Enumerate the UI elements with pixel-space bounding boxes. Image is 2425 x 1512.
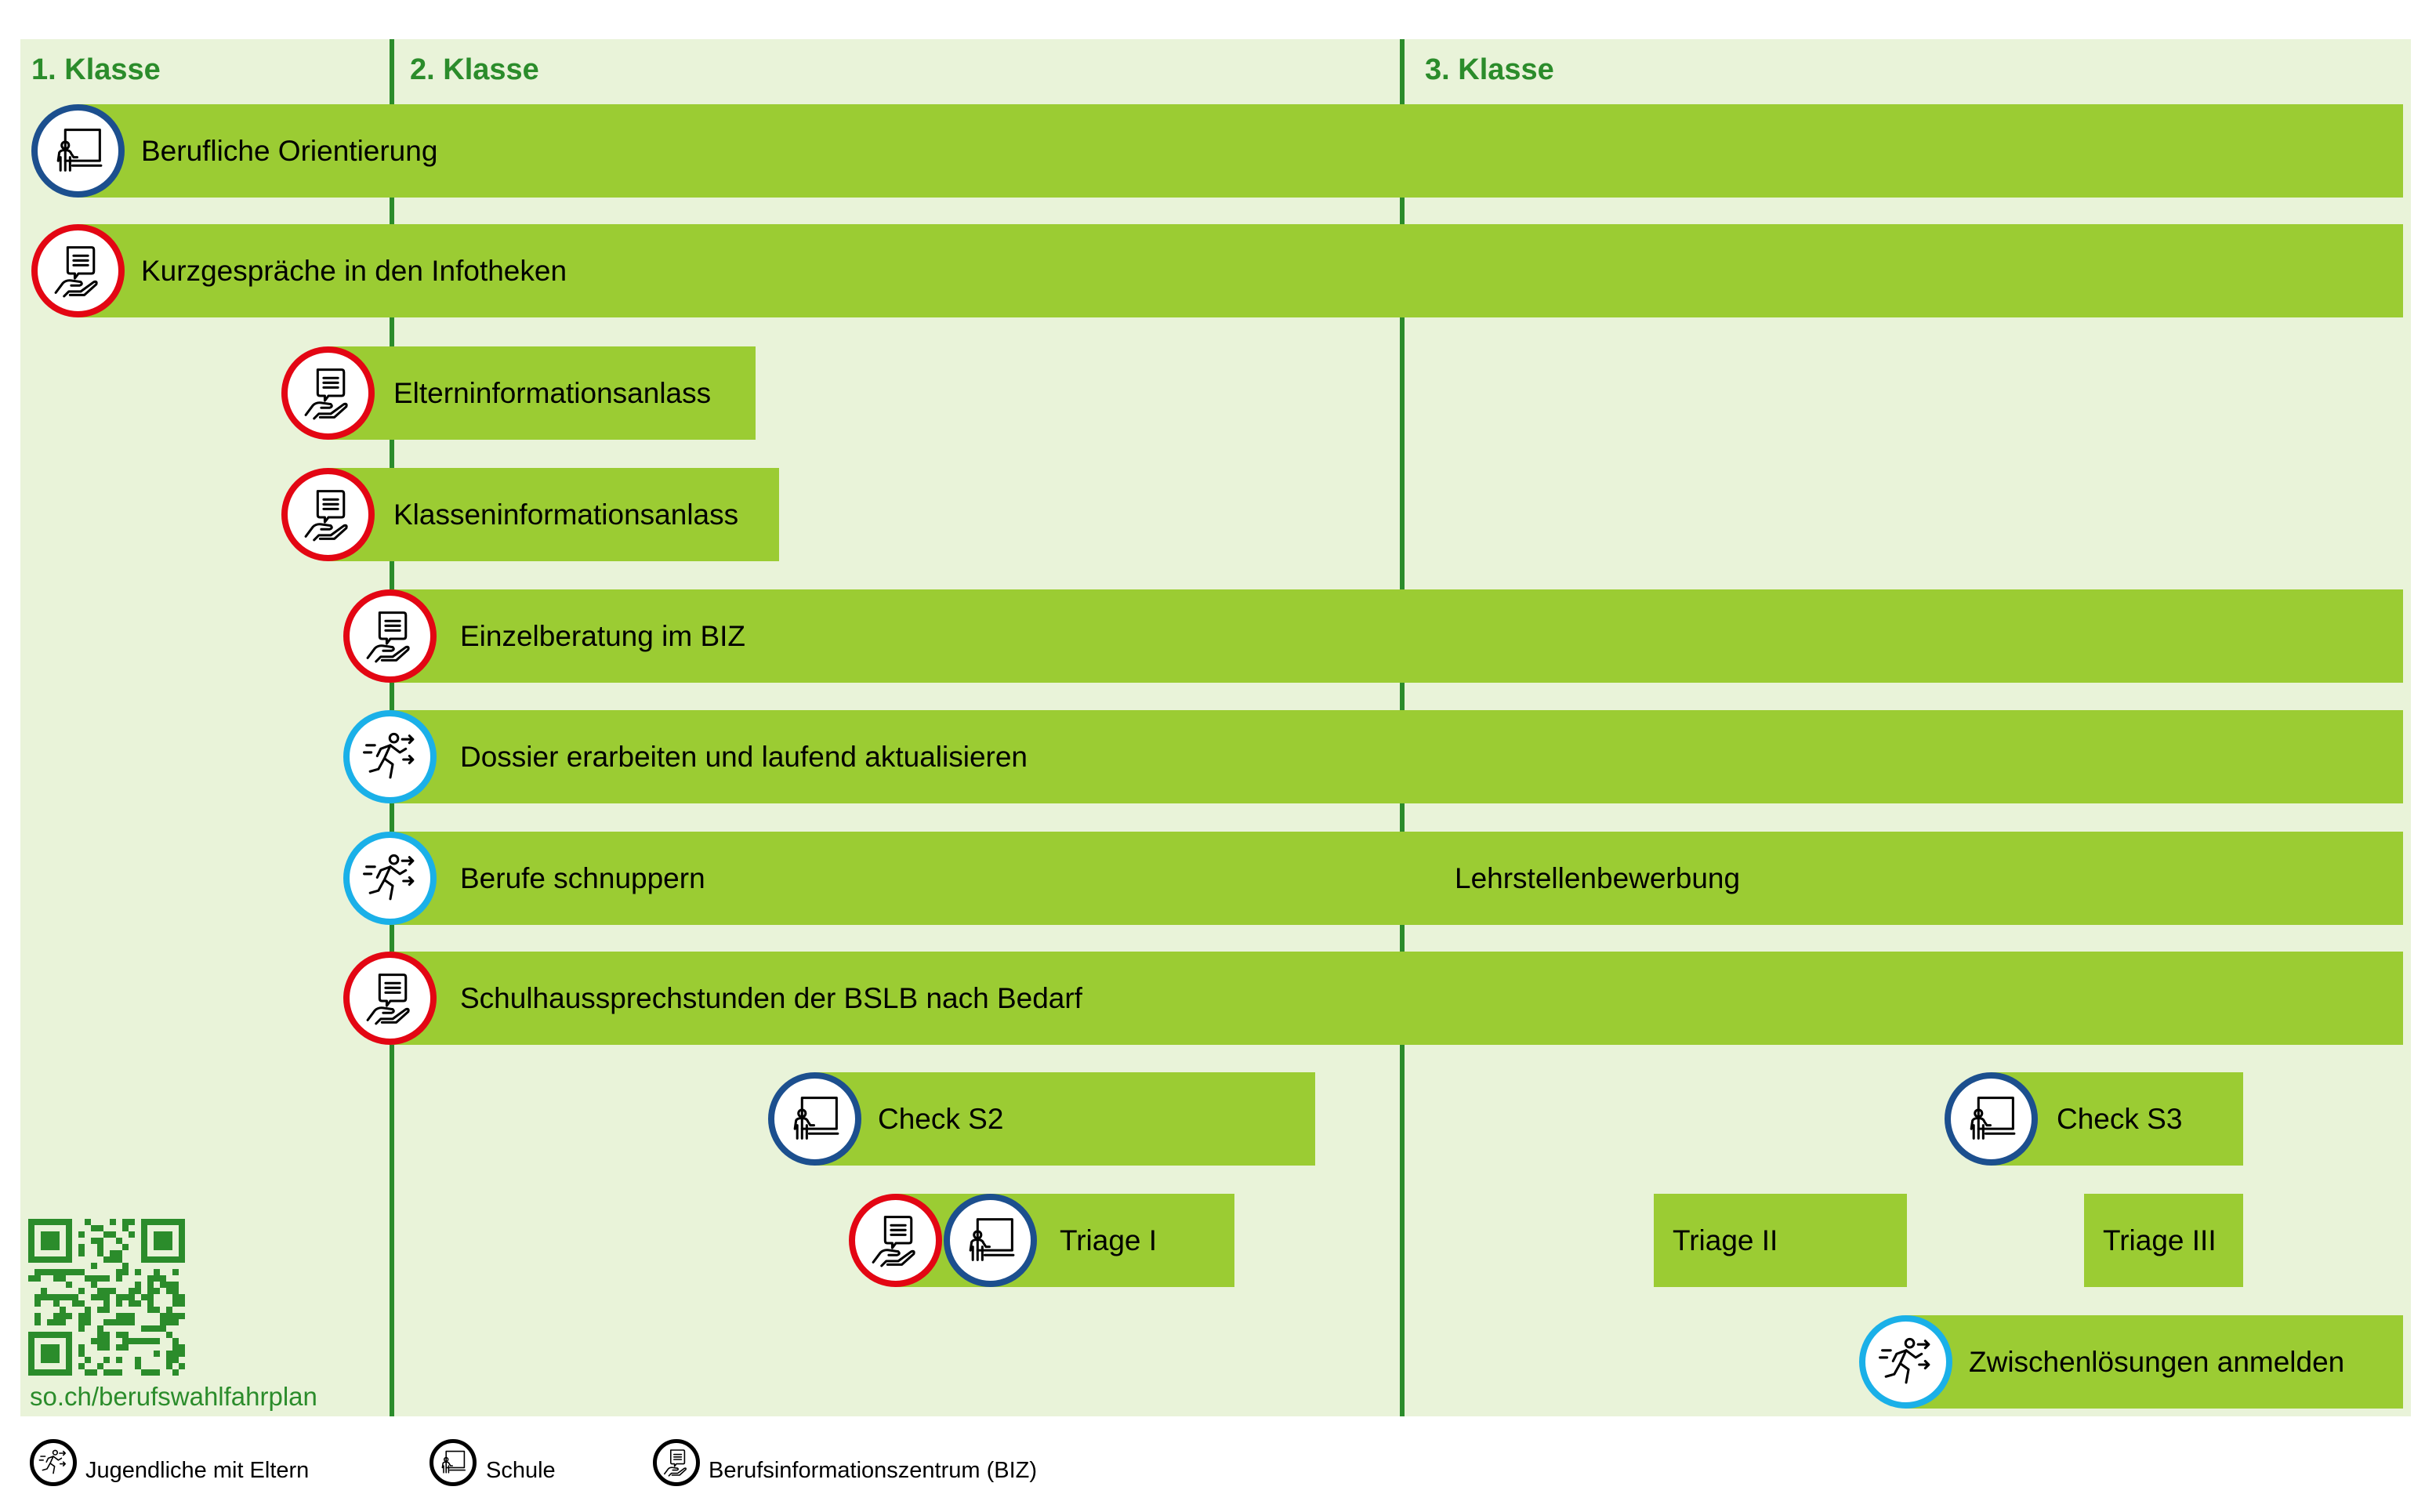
teacher-icon xyxy=(768,1072,861,1166)
url-link[interactable]: so.ch/berufswahlfahrplan xyxy=(30,1382,317,1411)
runner-icon xyxy=(343,832,437,925)
speech-hand-icon xyxy=(849,1194,942,1287)
bar-dossier xyxy=(390,710,2403,803)
speech-hand-icon xyxy=(343,589,437,683)
qr-code[interactable] xyxy=(28,1219,185,1376)
label-zwischenloesungen: Zwischenlösungen anmelden xyxy=(1969,1346,2345,1378)
label-dossier: Dossier erarbeiten und laufend aktualisi… xyxy=(460,741,1028,773)
bar-klasseninfo xyxy=(328,468,779,561)
teacher-icon xyxy=(31,104,125,198)
label-lehrstellenbewerbung: Lehrstellenbewerbung xyxy=(1455,862,1741,894)
bar-kurzgespraeche xyxy=(78,224,2403,317)
speech-hand-icon xyxy=(31,224,125,317)
bar-elterninfo xyxy=(328,346,756,440)
speech-hand-icon xyxy=(653,1439,700,1486)
legend-label-jugendliche: Jugendliche mit Eltern xyxy=(85,1458,310,1483)
speech-hand-icon xyxy=(281,346,375,440)
teacher-icon xyxy=(1945,1072,2038,1166)
label-schnuppern: Berufe schnuppern xyxy=(460,862,705,894)
speech-hand-icon xyxy=(281,468,375,561)
teacher-icon xyxy=(944,1194,1037,1287)
legend-label-schule: Schule xyxy=(486,1458,556,1483)
runner-icon xyxy=(343,710,437,803)
bar-schnuppern xyxy=(390,832,2403,925)
label-berufliche-orientierung: Berufliche Orientierung xyxy=(141,135,438,167)
bar-check-s2 xyxy=(815,1072,1315,1166)
label-kurzgespraeche: Kurzgespräche in den Infotheken xyxy=(141,255,567,287)
speech-hand-icon xyxy=(343,952,437,1045)
legend-label-biz: Berufsinformationszentrum (BIZ) xyxy=(709,1458,1038,1483)
header-2-klasse: 2. Klasse xyxy=(410,53,539,86)
bar-triage-3 xyxy=(2084,1194,2243,1287)
label-check-s2: Check S2 xyxy=(878,1103,1004,1135)
bar-schulhaussprechstunden xyxy=(390,952,2403,1045)
label-schulhaussprechstunden: Schulhaussprechstunden der BSLB nach Bed… xyxy=(460,982,1082,1014)
header-1-klasse: 1. Klasse xyxy=(31,53,161,86)
label-check-s3: Check S3 xyxy=(2057,1103,2183,1135)
teacher-icon xyxy=(430,1439,477,1486)
runner-icon xyxy=(30,1439,77,1486)
label-klasseninfo: Klasseninformationsanlass xyxy=(393,499,739,531)
label-einzelberatung: Einzelberatung im BIZ xyxy=(460,620,746,652)
runner-icon xyxy=(1859,1315,1952,1409)
bar-triage-2 xyxy=(1654,1194,1907,1287)
label-triage-2: Triage II xyxy=(1673,1224,1778,1256)
label-elterninfo: Elterninformationsanlass xyxy=(393,377,712,409)
bar-berufliche-orientierung xyxy=(78,104,2403,198)
label-triage-3: Triage III xyxy=(2103,1224,2217,1256)
header-3-klasse: 3. Klasse xyxy=(1425,53,1554,86)
bar-zwischenloesungen xyxy=(1906,1315,2403,1409)
label-triage-1: Triage I xyxy=(1060,1224,1158,1256)
bar-einzelberatung xyxy=(390,589,2403,683)
